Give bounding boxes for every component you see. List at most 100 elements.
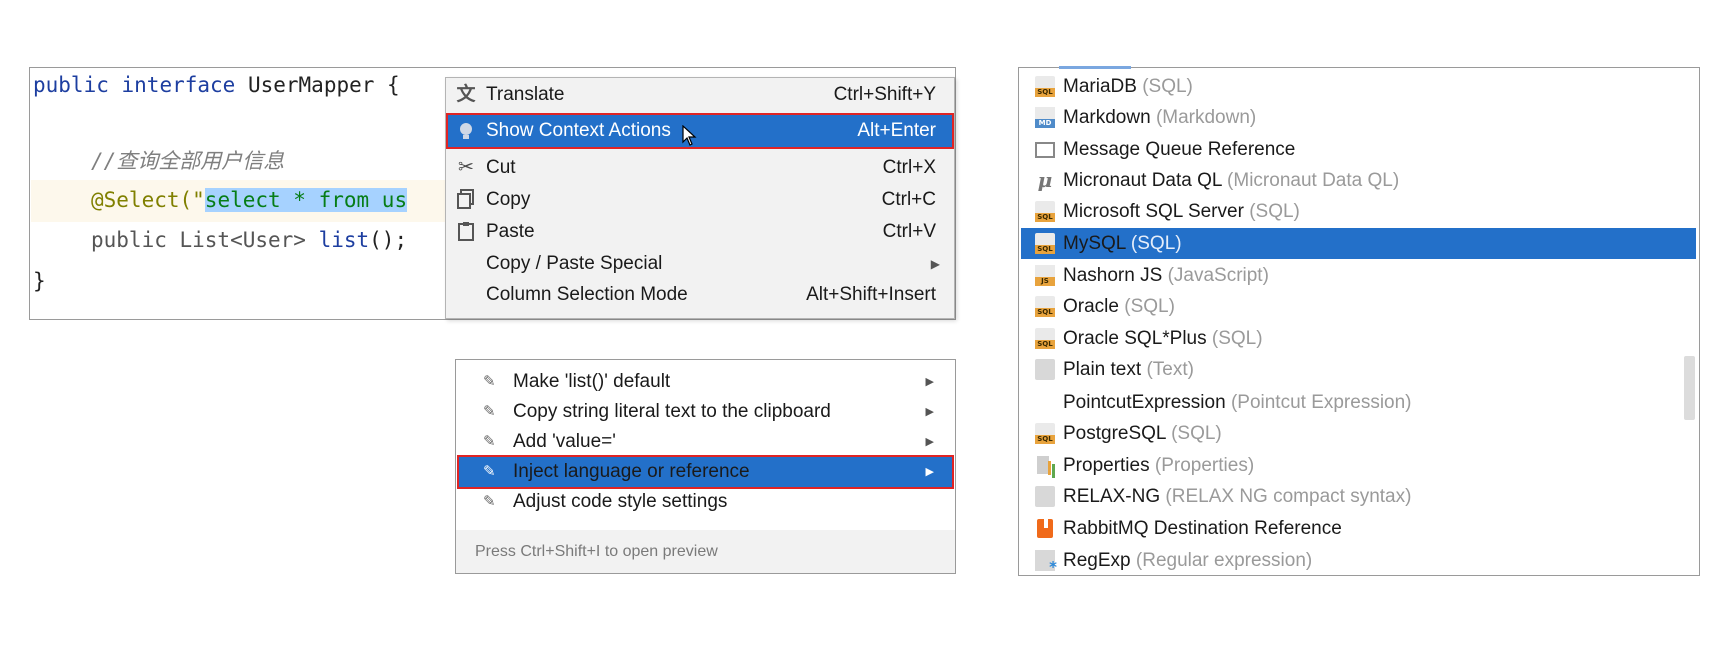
intention-pencil-icon: ✎: [483, 433, 496, 450]
language-name: PostgreSQL: [1063, 423, 1166, 444]
language-hint: (Regular expression): [1135, 550, 1313, 571]
menu-item-show-context-actions[interactable]: Show Context Actions Alt+Enter: [446, 113, 954, 149]
intention-label: Add 'value=': [513, 431, 616, 452]
language-item-pointcut[interactable]: PointcutExpression (Pointcut Expression): [1021, 387, 1696, 418]
language-name: Plain text: [1063, 359, 1142, 380]
mouse-cursor-icon: [682, 124, 698, 153]
language-hint: (Properties): [1154, 455, 1255, 476]
javascript-icon: [1035, 265, 1055, 286]
menu-item-paste[interactable]: Paste Ctrl+V: [448, 216, 952, 248]
intention-add-value[interactable]: ✎ Add 'value=' ▶: [459, 427, 952, 457]
menu-item-label: Paste: [486, 221, 535, 242]
language-hint: (Markdown): [1155, 107, 1257, 128]
language-name: Markdown: [1063, 107, 1151, 128]
sql-icon: [1035, 296, 1055, 317]
code-line-1[interactable]: public interface UserMapper {: [33, 68, 400, 102]
lightbulb-icon: [455, 120, 477, 142]
language-item-oracle[interactable]: Oracle (SQL): [1021, 291, 1696, 322]
language-item-mssql[interactable]: Microsoft SQL Server (SQL): [1021, 196, 1696, 227]
language-item-mariadb[interactable]: MariaDB (SQL): [1021, 71, 1696, 102]
language-name: Message Queue Reference: [1063, 139, 1296, 160]
menu-item-copy-paste-special[interactable]: Copy / Paste Special ▶: [448, 248, 952, 280]
language-item-plain-text[interactable]: Plain text (Text): [1021, 354, 1696, 385]
regexp-icon: [1035, 550, 1057, 575]
submenu-arrow-icon: ▶: [925, 376, 934, 388]
translate-icon: 文: [456, 84, 476, 105]
keyword-interface: interface: [121, 73, 236, 97]
text-file-icon: [1035, 486, 1055, 507]
closing-brace: }: [33, 269, 46, 293]
language-hint: (SQL): [1130, 233, 1182, 254]
language-item-message-queue[interactable]: Message Queue Reference: [1021, 134, 1696, 165]
language-name: PointcutExpression: [1063, 392, 1226, 413]
intention-label: Adjust code style settings: [513, 491, 728, 512]
language-name: Micronaut Data QL: [1063, 170, 1222, 191]
submenu-arrow-icon: ▶: [925, 406, 934, 418]
menu-item-shortcut: Ctrl+X: [882, 157, 936, 178]
language-item-rabbitmq[interactable]: RabbitMQ Destination Reference: [1021, 513, 1696, 544]
code-comment: //查询全部用户信息: [91, 149, 285, 173]
rabbitmq-icon: [1035, 518, 1055, 539]
menu-item-shortcut: Alt+Shift+Insert: [806, 284, 936, 305]
menu-item-shortcut: Ctrl+C: [881, 189, 936, 210]
copy-icon: [455, 189, 477, 211]
language-name: Oracle SQL*Plus: [1063, 328, 1207, 349]
micronaut-icon: μ: [1037, 168, 1053, 192]
properties-icon: [1035, 455, 1055, 476]
text-file-icon: [1035, 359, 1055, 380]
language-item-oracle-sqlplus[interactable]: Oracle SQL*Plus (SQL): [1021, 323, 1696, 354]
code-line-close[interactable]: }: [33, 264, 46, 298]
menu-item-label: Translate: [486, 84, 565, 105]
sql-icon: [1035, 76, 1055, 97]
language-name: Nashorn JS: [1063, 265, 1163, 286]
language-hint: (JavaScript): [1167, 265, 1269, 286]
intention-inject-language[interactable]: ✎ Inject language or reference ▶: [457, 455, 954, 489]
language-item-mysql[interactable]: MySQL (SQL): [1021, 228, 1696, 259]
language-item-postgresql[interactable]: PostgreSQL (SQL): [1021, 418, 1696, 449]
select-annotation: @Select(": [91, 188, 205, 212]
language-hint: (SQL): [1142, 76, 1193, 97]
selected-sql-string[interactable]: select * from us: [204, 188, 408, 212]
language-item-relax-ng[interactable]: RELAX-NG (RELAX NG compact syntax): [1021, 481, 1696, 512]
list-scrollbar[interactable]: [1684, 356, 1695, 420]
menu-item-cut[interactable]: ✂ Cut Ctrl+X: [448, 152, 952, 184]
clipboard-icon: [455, 221, 477, 243]
menu-item-label: Copy: [486, 189, 531, 210]
language-item-markdown[interactable]: Markdown (Markdown): [1021, 102, 1696, 133]
intention-label: Make 'list()' default: [513, 371, 671, 392]
submenu-arrow-icon: ▶: [930, 257, 940, 271]
code-line-comment[interactable]: //查询全部用户信息: [91, 144, 284, 178]
sql-icon: [1035, 201, 1055, 222]
menu-item-shortcut: Ctrl+V: [882, 221, 936, 242]
code-line-method[interactable]: public List<User> list();: [91, 223, 407, 257]
intention-actions-menu: ✎ Make 'list()' default ▶ ✎ Copy string …: [455, 359, 956, 574]
intention-adjust-code-style[interactable]: ✎ Adjust code style settings: [459, 487, 952, 517]
menu-item-label: Cut: [486, 157, 516, 178]
language-item-micronaut[interactable]: μ Micronaut Data QL (Micronaut Data QL): [1021, 165, 1696, 196]
code-line-annotation[interactable]: @Select("select * from us: [91, 183, 408, 217]
language-name: RegExp: [1063, 550, 1131, 571]
method-parens: ();: [369, 228, 408, 252]
method-name: list: [318, 228, 370, 252]
intention-make-default[interactable]: ✎ Make 'list()' default ▶: [459, 367, 952, 397]
scissors-icon: ✂: [458, 157, 474, 178]
language-name: Microsoft SQL Server: [1063, 201, 1244, 222]
language-hint: (SQL): [1124, 296, 1175, 317]
language-item-regexp[interactable]: RegExp (Regular expression): [1021, 545, 1696, 576]
language-item-properties[interactable]: Properties (Properties): [1021, 450, 1696, 481]
intention-label: Copy string literal text to the clipboar…: [513, 401, 831, 422]
language-item-nashorn[interactable]: Nashorn JS (JavaScript): [1021, 260, 1696, 291]
menu-item-label: Copy / Paste Special: [486, 253, 663, 274]
inject-language-list[interactable]: MariaDB (SQL) Markdown (Markdown) Messag…: [1018, 66, 1700, 576]
menu-item-copy[interactable]: Copy Ctrl+C: [448, 184, 952, 216]
menu-item-column-selection-mode[interactable]: Column Selection Mode Alt+Shift+Insert: [448, 279, 952, 311]
intention-copy-string-literal[interactable]: ✎ Copy string literal text to the clipbo…: [459, 397, 952, 427]
intention-pencil-icon: ✎: [483, 463, 496, 480]
language-hint: (SQL): [1171, 423, 1222, 444]
interface-name: UserMapper {: [235, 73, 400, 97]
menu-item-translate[interactable]: 文 Translate Ctrl+Shift+Y: [448, 79, 952, 111]
editor-context-menu: 文 Translate Ctrl+Shift+Y Show Context Ac…: [445, 77, 955, 319]
intention-pencil-icon: ✎: [483, 403, 496, 420]
menu-item-shortcut: Ctrl+Shift+Y: [833, 84, 936, 105]
keyword-public: public: [33, 73, 109, 97]
